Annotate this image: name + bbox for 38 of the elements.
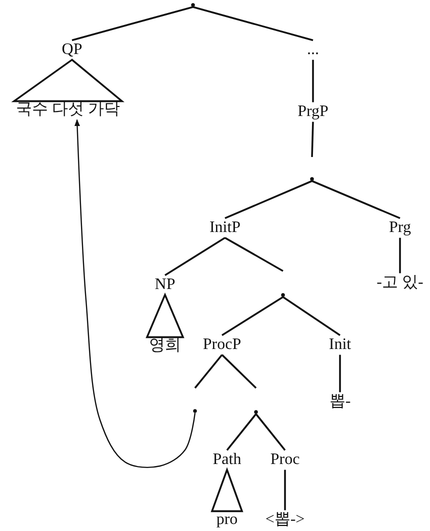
node-label: Proc [270, 451, 300, 469]
node-label: 영희 [149, 337, 181, 355]
branch-line [311, 122, 314, 158]
branch-line [222, 296, 284, 336]
branch-line [224, 237, 284, 272]
branch-point [191, 3, 195, 7]
branch-line [312, 60, 314, 102]
node-label: Init [328, 336, 352, 354]
node-label: ProcP [202, 336, 242, 354]
node-label: Path [212, 451, 242, 469]
triangle-branch [146, 292, 184, 338]
branch-line [312, 180, 400, 220]
node-label: QP [62, 41, 82, 59]
triangle-branch [210, 467, 244, 512]
branch-line [284, 470, 286, 510]
node-label: NP [154, 276, 176, 294]
branch-line [164, 237, 226, 276]
node-label: -고 있- [376, 274, 424, 292]
node-label: Prg [389, 219, 411, 237]
node-label: <뽑-> [265, 511, 305, 529]
branch-line [255, 413, 286, 451]
node-label: PrgP [298, 103, 328, 121]
triangle-branch [11, 58, 124, 102]
node-label: 뽑- [329, 393, 351, 411]
branch-line [72, 6, 194, 42]
branch-line [339, 354, 341, 392]
movement-arrow [74, 119, 196, 468]
node-label: InitP [209, 219, 241, 237]
branch-line [224, 180, 312, 220]
node-label: 국수 다섯 가닥 [16, 101, 120, 119]
branch-line [282, 296, 340, 336]
branch-line [194, 354, 223, 389]
branch-line [221, 354, 257, 389]
node-label: pro [216, 511, 238, 529]
branch-line [399, 238, 401, 274]
node-label: ... [307, 41, 319, 59]
branch-line [192, 6, 314, 42]
branch-line [226, 413, 257, 451]
